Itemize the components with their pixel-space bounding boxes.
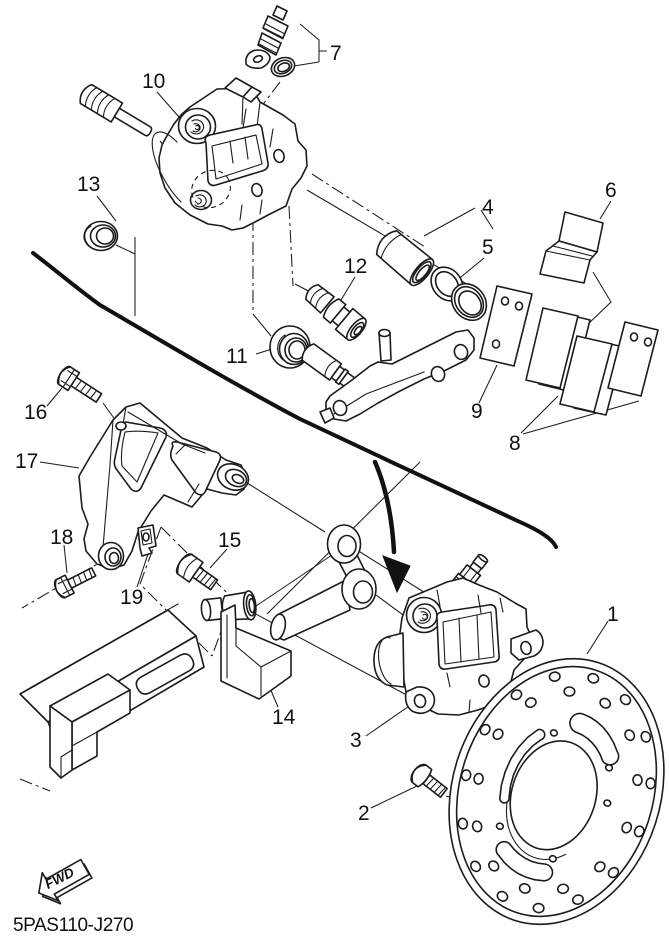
svg-text:11: 11 [226,345,248,368]
svg-text:17: 17 [15,450,38,473]
svg-text:9: 9 [471,400,483,423]
svg-text:16: 16 [24,401,47,424]
svg-text:6: 6 [605,179,617,202]
svg-text:4: 4 [482,196,494,219]
svg-text:1: 1 [607,603,619,626]
svg-text:13: 13 [77,173,100,196]
svg-text:12: 12 [344,255,367,278]
svg-text:2: 2 [358,802,370,825]
svg-text:18: 18 [50,526,73,549]
svg-text:3: 3 [350,729,362,752]
svg-text:5PAS110-J270: 5PAS110-J270 [13,915,133,936]
svg-text:7: 7 [330,42,342,65]
svg-text:8: 8 [509,432,521,455]
svg-text:14: 14 [272,706,296,729]
svg-text:5: 5 [482,236,494,259]
svg-text:19: 19 [120,586,143,609]
svg-text:10: 10 [142,70,165,93]
svg-text:15: 15 [218,529,241,552]
